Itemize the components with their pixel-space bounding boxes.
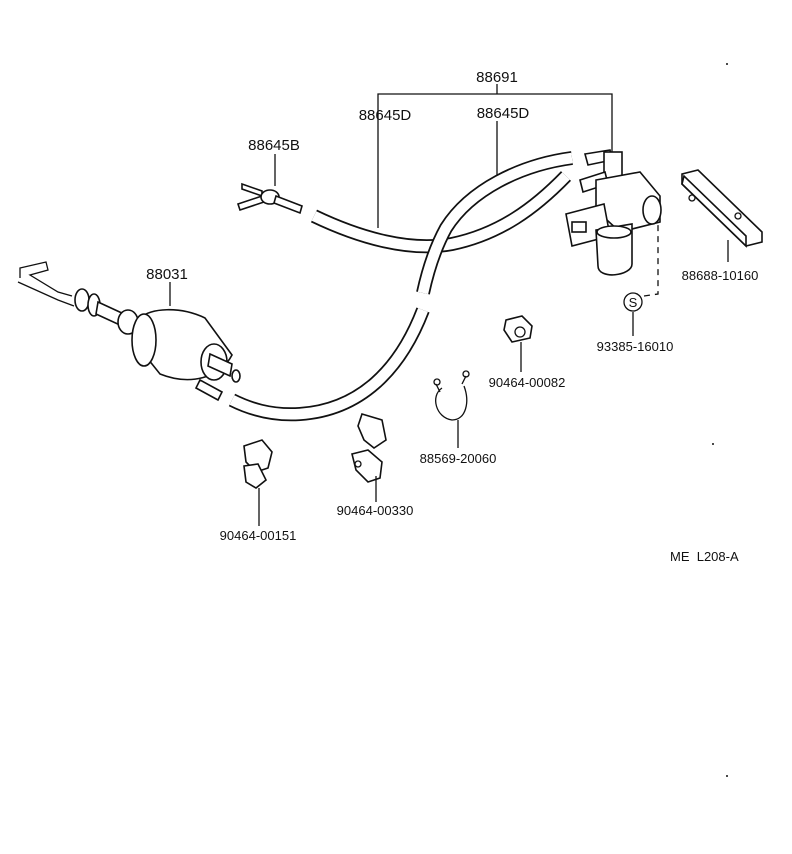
hose-88645D-right [228, 151, 573, 422]
clamp-90464-00082 [503, 315, 533, 372]
speck [726, 775, 728, 777]
clip-88569 [433, 370, 470, 448]
label-88645D-left: 88645D [359, 107, 412, 124]
speck [712, 443, 714, 445]
label-90464-00151: 90464-00151 [220, 528, 297, 543]
union-88645B [236, 154, 303, 215]
hose-88645D-left [310, 171, 572, 254]
clamp-90464-00330 [351, 413, 387, 502]
label-90464-00082: 90464-00082 [489, 375, 566, 390]
clamp-90464-00151 [243, 439, 273, 526]
diagram-code: ME L208-A [670, 549, 739, 564]
speck [726, 63, 728, 65]
leader-88691 [377, 84, 613, 228]
label-88569-20060: 88569-20060 [420, 451, 497, 466]
bracket-88688 [681, 169, 763, 262]
valve-88691 [565, 149, 662, 276]
label-88691: 88691 [476, 69, 518, 86]
label-88645B: 88645B [248, 137, 300, 154]
screw-dashed-line [643, 222, 659, 297]
label-88688-10160: 88688-10160 [682, 268, 759, 283]
label-93385-16010: 93385-16010 [597, 339, 674, 354]
label-88031: 88031 [146, 266, 188, 283]
label-90464-00330: 90464-00330 [337, 503, 414, 518]
screw-symbol: S [629, 295, 638, 310]
label-88645D-right: 88645D [477, 105, 530, 122]
screw-93385: S [623, 292, 643, 336]
unit-88031 [17, 261, 241, 402]
